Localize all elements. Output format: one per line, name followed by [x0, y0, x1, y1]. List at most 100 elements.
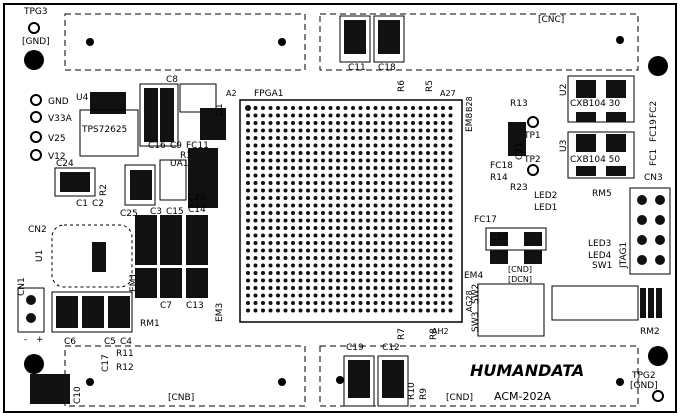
bga-ball: [283, 166, 288, 170]
bga-ball: [246, 233, 250, 238]
bga-ball: [381, 218, 385, 223]
connector-area-cnd: [319, 345, 639, 407]
bga-ball: [321, 196, 325, 200]
bga-ball: [246, 241, 250, 245]
bga-ball: [261, 263, 265, 268]
bga-ball: [268, 226, 273, 230]
bga-ball: [381, 271, 385, 275]
bga-ball: [313, 278, 318, 283]
bga-ball: [381, 151, 385, 155]
bga-ball: [291, 301, 295, 305]
bga-ball: [373, 136, 378, 140]
bga-ball: [313, 166, 318, 170]
bga-ball: [418, 218, 423, 223]
bga-ball: [433, 293, 438, 298]
bga-ball: [441, 263, 445, 268]
bga-ball: [448, 113, 453, 118]
bga-ball: [426, 301, 430, 305]
bga-ball: [388, 278, 393, 283]
bga-ball: [276, 203, 280, 208]
bga-ball: [321, 136, 325, 140]
bga-ball: [381, 256, 385, 260]
bga-ball: [261, 256, 265, 260]
bga-ball: [268, 263, 273, 268]
bga-ball: [388, 188, 393, 193]
cn1-outline: [17, 287, 45, 333]
bga-ball: [381, 241, 385, 245]
bga-ball: [426, 203, 430, 208]
bga-ball: [321, 211, 325, 215]
r10-label: R10: [407, 382, 417, 400]
bga-ball: [366, 286, 370, 290]
bga-ball: [441, 113, 445, 118]
bga-ball: [351, 263, 355, 268]
cap-c23b: [524, 232, 542, 246]
bga-ball: [283, 128, 288, 133]
tp1-label: TP1: [523, 131, 541, 141]
c4-label: C4: [120, 337, 132, 347]
jtag-label: JTAG1: [619, 242, 629, 269]
bga-ball: [253, 308, 258, 313]
bga-ball: [441, 188, 445, 193]
bga-ball: [328, 211, 333, 215]
bga-ball: [283, 196, 288, 200]
bga-ball: [441, 218, 445, 223]
bga-ball: [351, 286, 355, 290]
bga-ball: [448, 263, 453, 268]
bga-ball: [448, 211, 453, 215]
bga-ball: [298, 181, 303, 185]
bga-ball: [253, 158, 258, 163]
alignment-hole: [86, 38, 94, 46]
c7-label: C7: [160, 301, 172, 311]
c21-label: C21: [515, 142, 525, 160]
a27-label: A27: [440, 89, 456, 98]
bga-ball: [291, 263, 295, 268]
bga-ball: [283, 173, 288, 178]
bga-ball: [276, 308, 280, 313]
bga-ball: [433, 166, 438, 170]
bga-ball: [396, 143, 400, 148]
bga-ball: [358, 166, 363, 170]
bga-ball: [433, 218, 438, 223]
bga-ball: [276, 278, 280, 283]
bga-ball: [343, 181, 348, 185]
cn2-label: CN2: [28, 225, 47, 235]
bga-ball: [411, 166, 415, 170]
bga-ball: [426, 188, 430, 193]
bga-ball: [298, 121, 303, 125]
bga-ball: [268, 218, 273, 223]
bga-ball: [268, 271, 273, 275]
bga-ball: [366, 308, 370, 313]
bga-ball: [366, 181, 370, 185]
bga-ball: [426, 181, 430, 185]
bga-ball: [276, 136, 280, 140]
bga-ball: [426, 113, 430, 118]
bga-ball: [411, 203, 415, 208]
bga-ball: [306, 286, 310, 290]
bga-ball: [343, 113, 348, 118]
bga-ball: [268, 301, 273, 305]
bga-ball: [336, 203, 340, 208]
bga-ball: [298, 278, 303, 283]
bga-ball: [283, 248, 288, 253]
bga-ball: [388, 233, 393, 238]
bga-ball: [313, 271, 318, 275]
cap-c11-block: [200, 108, 226, 140]
bga-ball: [411, 256, 415, 260]
bga-ball: [366, 256, 370, 260]
bga-ball: [388, 203, 393, 208]
bga-ball: [276, 218, 280, 223]
bga-ball: [283, 241, 288, 245]
connector-area-top-left: [64, 13, 306, 71]
bga-ball: [291, 143, 295, 148]
bga-ball: [313, 293, 318, 298]
bga-ball: [328, 173, 333, 178]
bga-ball: [381, 233, 385, 238]
bga-ball: [403, 158, 408, 163]
bga-ball: [261, 106, 265, 110]
bga-ball: [321, 278, 325, 283]
bga-ball: [328, 106, 333, 110]
c23-label: C23: [490, 233, 508, 243]
bga-ball: [418, 106, 423, 110]
bga-ball: [433, 256, 438, 260]
